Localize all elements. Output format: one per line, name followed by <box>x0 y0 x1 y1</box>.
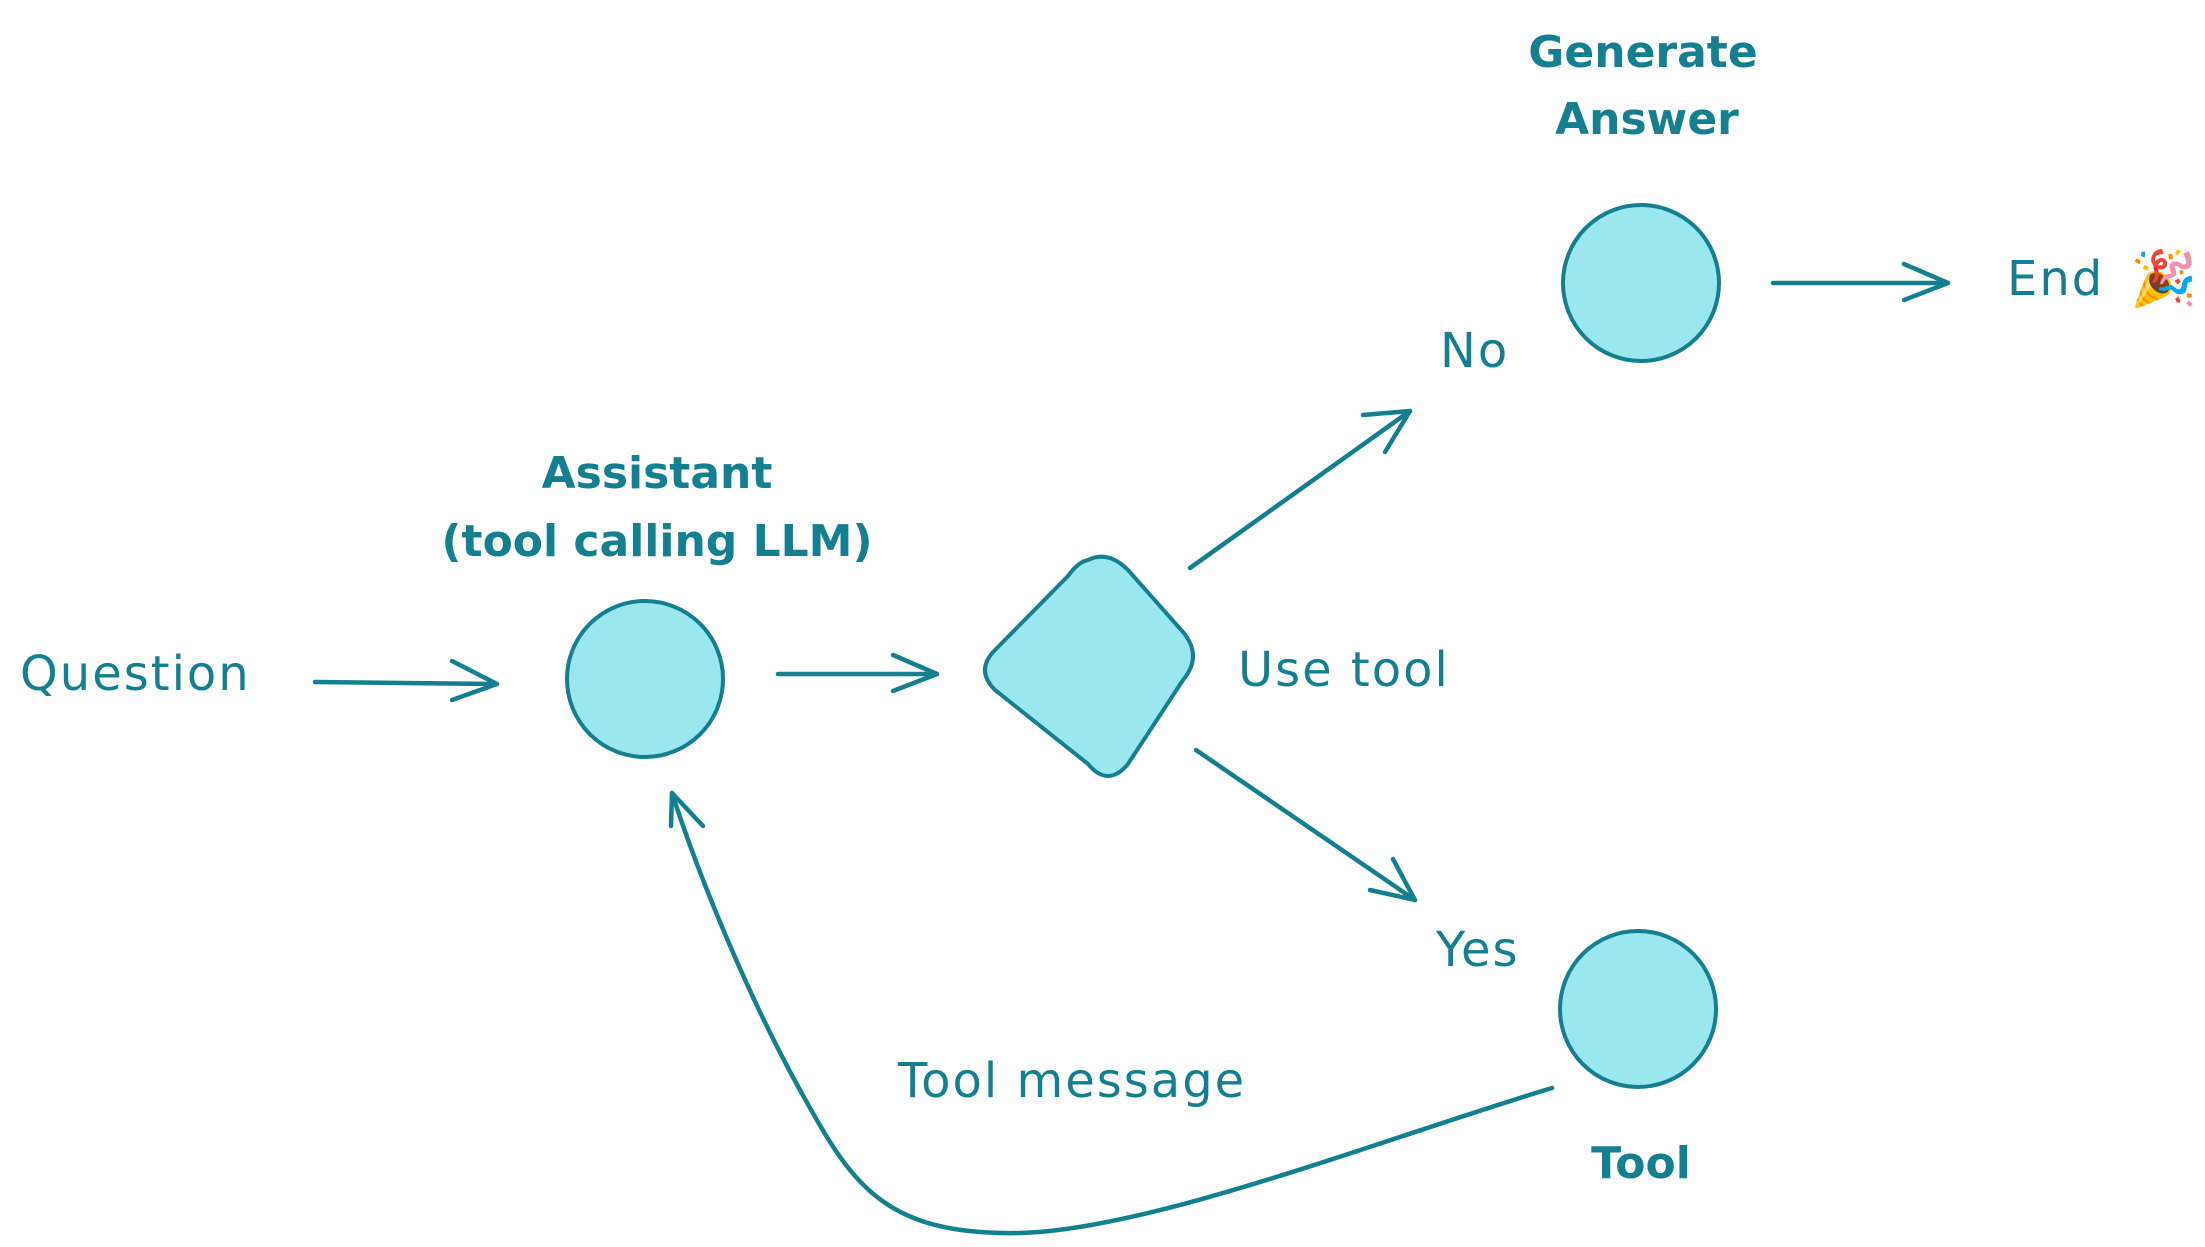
end-label: End <box>2007 251 2104 307</box>
edge-assistant-to-decision <box>775 652 940 694</box>
use-tool-label: Use tool <box>1238 642 1450 698</box>
question-label: Question <box>20 646 251 702</box>
edge-decision-to-no <box>1187 408 1413 571</box>
edge-decision-to-yes <box>1193 747 1418 903</box>
decision-node <box>983 554 1195 778</box>
edge-question-to-assistant <box>312 658 500 703</box>
assistant-title-line1: Assistant <box>542 448 773 499</box>
generate-answer-title-line1: Generate <box>1528 27 1757 78</box>
assistant-title-line2: (tool calling LLM) <box>441 516 872 567</box>
party-popper-icon: 🎉 <box>2130 247 2197 311</box>
assistant-node <box>565 599 725 759</box>
generate-answer-title-line2: Answer <box>1555 94 1739 145</box>
edge-tool-to-assistant <box>668 790 1555 1236</box>
tool-message-label: Tool message <box>897 1053 1246 1109</box>
no-label: No <box>1440 323 1509 379</box>
yes-label: Yes <box>1435 922 1519 978</box>
tool-node <box>1558 929 1718 1089</box>
tool-title: Tool <box>1591 1138 1691 1189</box>
generate-answer-node <box>1561 203 1721 363</box>
edge-generate-answer-to-end <box>1770 261 1951 303</box>
